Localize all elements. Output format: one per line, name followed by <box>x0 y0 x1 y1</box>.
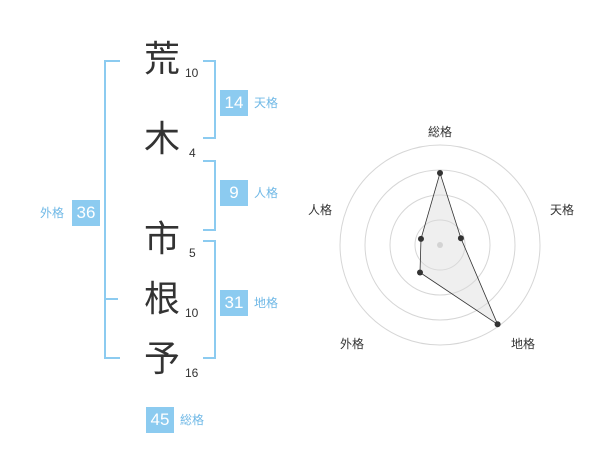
chikaku-bracket <box>203 240 216 359</box>
name-char-2: 木 <box>143 119 180 160</box>
tenkaku-badge: 14 <box>220 90 248 116</box>
name-char-3: 市 <box>143 219 180 260</box>
soukaku-label: 総格 <box>180 413 205 427</box>
radar-axis-label-soukaku: 総格 <box>428 125 453 139</box>
stroke-count-2: 4 <box>189 146 196 160</box>
radar-area <box>419 171 499 326</box>
name-char-4: 根 <box>143 279 180 320</box>
radar-point-1 <box>437 170 443 176</box>
gaikaku-divider <box>104 298 118 300</box>
radar-center-dot <box>437 242 443 248</box>
soukaku-badge: 45 <box>146 407 174 433</box>
jinkaku-badge: 9 <box>220 180 248 206</box>
radar-axis-label-chikaku: 地格 <box>511 337 536 351</box>
stroke-count-5: 16 <box>185 366 199 380</box>
radar-ring <box>414 219 466 271</box>
tenkaku-bracket <box>203 60 216 139</box>
radar-axis-label-tenkaku: 天格 <box>550 203 575 217</box>
radar-point-4 <box>417 269 424 276</box>
tenkaku-label: 天格 <box>254 96 279 110</box>
radar-ring <box>389 194 491 296</box>
stroke-count-3: 5 <box>189 246 196 260</box>
jinkaku-label: 人格 <box>254 186 279 200</box>
jinkaku-bracket <box>203 160 216 231</box>
stroke-count-1: 10 <box>185 66 199 80</box>
radar-axis-label-jinkaku: 人格 <box>308 203 333 217</box>
radar-axis-label-gaikaku: 外格 <box>340 337 365 351</box>
radar-point-2 <box>457 235 464 242</box>
gaikaku-label: 外格 <box>40 206 65 220</box>
gaikaku-badge: 36 <box>72 200 100 226</box>
radar-point-5 <box>417 235 424 242</box>
name-char-5: 予 <box>143 339 180 380</box>
stroke-count-4: 10 <box>185 306 199 320</box>
radar-chart <box>339 144 541 346</box>
name-char-1: 荒 <box>143 39 180 80</box>
chikaku-badge: 31 <box>220 290 248 316</box>
radar-point-3 <box>494 321 501 328</box>
gaikaku-bracket <box>104 60 120 359</box>
chikaku-label: 地格 <box>254 296 279 310</box>
radar-ring <box>339 144 541 346</box>
